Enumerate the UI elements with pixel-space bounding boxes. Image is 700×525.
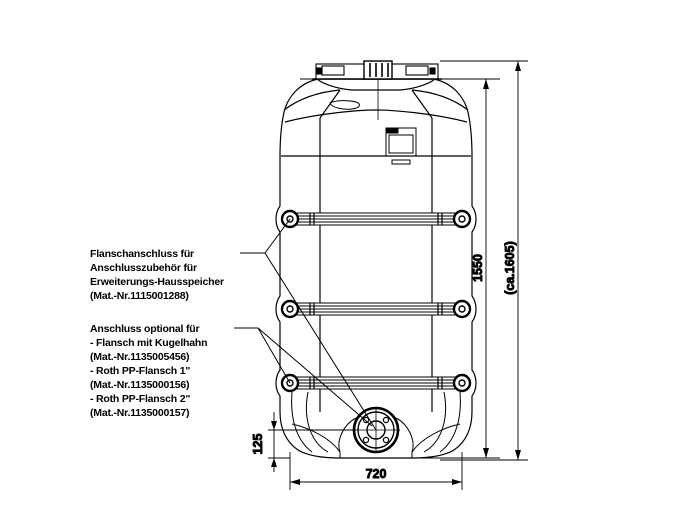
dimension-offset-bottom: 125 — [251, 412, 356, 472]
base-foot-right-curve — [411, 423, 461, 453]
dimension-height-inner: 1550 — [300, 78, 500, 459]
annotation-optional-line-5: (Mat.-Nr.1135000156) — [90, 379, 189, 391]
tank-dome-shoulder-left — [283, 89, 341, 111]
nameplate-header-bar — [385, 127, 399, 134]
tank-body-group — [275, 78, 477, 459]
annotation-flange-line-4: (Mat.-Nr.1115001288) — [90, 290, 189, 302]
base-foot-left-outer — [291, 391, 313, 453]
dim-125-arrow-bottom — [271, 458, 277, 467]
base-foot-left-curve — [291, 423, 341, 453]
tank-top-collar-group — [312, 60, 442, 120]
annotation-optional-leader — [234, 327, 291, 384]
tie-rod-band-middle — [280, 299, 472, 319]
annotation-optional-line-1: Anschluss optional für — [90, 323, 199, 335]
nameplate-outer — [385, 127, 417, 157]
annotation-flange-connection: Flanschanschluss für Anschlusszubehör fü… — [90, 218, 377, 431]
band-lower-bolt-right-core — [458, 379, 466, 387]
annotation-optional-line-7: (Mat.-Nr.1135000157) — [90, 407, 189, 419]
tie-rod-band-lower — [280, 373, 472, 393]
dim-720-arrow-left — [290, 479, 300, 485]
tank-nameplate-group — [385, 127, 417, 165]
collar-bracket-right-bolt — [429, 67, 436, 75]
tank-dome-oval-vent — [329, 100, 360, 110]
annotation-optional-line-6: - Roth PP-Flansch 2" — [90, 393, 190, 405]
flange-bolt-hole-bl — [362, 436, 370, 444]
flange-bolt-hole-br — [382, 436, 390, 444]
collar-bracket-right — [405, 65, 429, 76]
annotation-flange-line-3: Erweiterungs-Hausspeicher — [90, 276, 224, 288]
dim-1605-label: (ca.1605) — [503, 241, 517, 295]
tank-dome-ring — [284, 109, 468, 123]
dim-1605-arrow-top — [515, 61, 521, 71]
dim-125-arrow-top — [271, 421, 277, 430]
collar-bracket-left-bolt — [316, 67, 323, 75]
annotation-flange-line-1: Flanschanschluss für — [90, 248, 194, 260]
dim-720-label: 720 — [366, 467, 387, 481]
band-upper-bolt-right-core — [458, 215, 466, 223]
dim-1550-arrow-bottom — [483, 448, 489, 458]
tank-dome-crest — [317, 79, 435, 91]
tank-dome-seam-right — [411, 89, 433, 119]
band-middle-bolt-left-core — [286, 305, 294, 313]
tank-outer-silhouette — [275, 78, 477, 459]
dimension-width-bottom: 720 — [289, 452, 463, 490]
band-middle-bolt-right-core — [458, 305, 466, 313]
flange-bolt-hole-tr — [382, 416, 390, 424]
dim-720-arrow-right — [452, 479, 462, 485]
dim-125-label: 125 — [251, 434, 265, 455]
base-foot-right-inner — [423, 391, 447, 453]
annotation-optional-line-3: (Mat.-Nr.1135005456) — [90, 351, 189, 363]
dimension-height-outer: (ca.1605) — [440, 60, 528, 461]
base-center-pan-left — [338, 417, 357, 453]
tie-rod-band-upper — [280, 209, 472, 229]
annotation-flange-leader-branch — [264, 252, 377, 431]
dim-1550-label: 1550 — [471, 254, 485, 282]
flange-bolt-hole-tl — [362, 416, 370, 424]
base-center-pan-right — [395, 417, 414, 453]
annotation-optional-line-4: - Roth PP-Flansch 1" — [90, 365, 190, 377]
annotation-flange-line-2: Anschlusszubehör für — [90, 262, 197, 274]
tank-base-contours — [291, 391, 461, 458]
base-foot-right-outer — [439, 391, 461, 453]
tank-dome-shoulder-right — [411, 89, 469, 111]
dim-1550-arrow-top — [483, 79, 489, 89]
annotation-optional-line-2: - Flansch mit Kugelhahn — [90, 337, 207, 349]
base-foot-left-inner — [305, 391, 329, 453]
annotation-optional-leader-branch — [257, 327, 373, 427]
nameplate-foot-tab — [391, 159, 411, 165]
nameplate-inner — [388, 134, 414, 154]
dim-1605-arrow-bottom — [515, 450, 521, 460]
annotation-optional-connection: Anschluss optional für - Flansch mit Kug… — [90, 323, 373, 427]
